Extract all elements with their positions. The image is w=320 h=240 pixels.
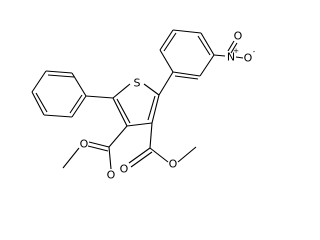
ester-right — [128, 122, 197, 168]
bond-n-o-top-double — [230, 42, 238, 54]
bond-n-o-minus — [235, 56, 244, 59]
bond-ether-methyl-left — [62, 147, 80, 169]
bond-c2-s — [143, 83, 160, 96]
bond-ph-2-double — [47, 74, 75, 78]
bond-ph-6 — [71, 95, 87, 118]
bond-ar-2 — [199, 54, 215, 77]
bond-c5-phenyl — [85, 95, 114, 99]
ester-left — [62, 125, 128, 170]
phenyl-ring — [31, 70, 114, 118]
bond-ar-1 — [172, 71, 201, 77]
bond-ar-6 — [159, 49, 174, 73]
bond-ar-5 — [159, 29, 174, 51]
sulfur-label-bg — [132, 77, 142, 90]
ester-right-carbonyl-o-label: O — [120, 163, 129, 176]
sulfur-label: S — [134, 77, 141, 90]
nitro-n-label: N — [227, 51, 235, 64]
bond-ar-4 — [172, 29, 202, 34]
bond-ar-3 — [200, 32, 215, 56]
bond-ph-4 — [31, 91, 45, 116]
bond-ar-3-double — [197, 35, 211, 56]
nitro-group — [213, 40, 244, 59]
ester-right-ether-o-label: O — [169, 158, 178, 171]
ester-left-carbonyl-o-label: O — [80, 138, 89, 151]
nitro-n-charge: + — [233, 47, 239, 55]
bond-ar-5-double — [163, 32, 177, 52]
bond-c3-c2-double — [147, 95, 156, 121]
bond-carbonyl-ether-right — [149, 147, 169, 163]
atom-labels: S N + O O - O O O O — [80, 30, 256, 182]
bond-ph-1 — [71, 72, 87, 97]
bond-carbonyl-o-left-double — [87, 145, 109, 152]
bond-c2-aryl — [158, 71, 174, 96]
bond-ph-3 — [31, 70, 47, 93]
bond-carbonyl-ether-left — [108, 146, 112, 170]
bond-ar-nitro — [213, 54, 226, 57]
thiophene-ring — [112, 83, 160, 127]
bond-carbonyl-o-right-double — [130, 151, 153, 168]
ester-left-ether-o-label: O — [107, 169, 116, 182]
bond-c3-carbonyl — [149, 122, 153, 149]
bond-carbonyl-o-right — [128, 147, 151, 164]
bond-c5-c4-double — [116, 98, 131, 124]
bond-ph-6-double — [69, 94, 83, 114]
bond-n-o-top — [227, 40, 235, 52]
nitro-o-top-label: O — [234, 30, 243, 43]
bond-c4-carbonyl — [108, 125, 128, 148]
bond-ph-2 — [45, 70, 73, 74]
bond-carbonyl-o-left — [88, 141, 110, 148]
nitro-o-minus-label: O — [244, 52, 253, 65]
bond-c5-c4 — [112, 97, 128, 127]
molecule-canvas: S N + O O - O O O O — [31, 29, 256, 182]
bond-ether-methyl-right — [177, 146, 197, 163]
bond-ar-1-double — [174, 75, 199, 80]
molecule-drawing: S N + O O - O O O O — [31, 29, 256, 182]
bond-c4-c3 — [126, 122, 153, 127]
nitrophenyl-ring — [158, 29, 215, 96]
bond-ph-4-double — [35, 92, 48, 113]
nitro-o-charge: - — [253, 48, 256, 56]
bond-ph-5 — [43, 114, 73, 118]
bond-c3-c2 — [151, 94, 160, 124]
bond-s-c5 — [112, 83, 131, 99]
